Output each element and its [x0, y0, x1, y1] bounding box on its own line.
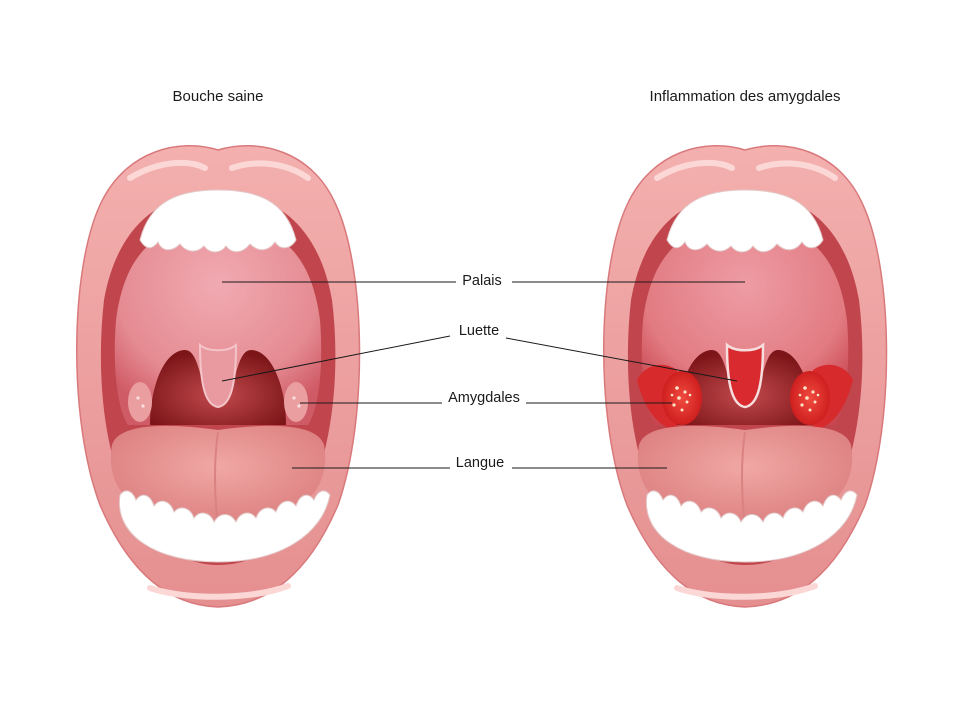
- throat: [150, 350, 286, 425]
- uvula: [198, 342, 238, 409]
- pus-spots: [670, 386, 820, 412]
- panel-title-healthy: Bouche saine: [172, 88, 264, 105]
- lip-highlight: [147, 583, 291, 600]
- tonsil: [284, 382, 308, 422]
- tonsil-spot: [297, 404, 301, 408]
- upper-teeth: [666, 189, 824, 253]
- tonsil-spot: [292, 396, 296, 400]
- tongue-groove: [214, 431, 219, 526]
- leader-luette-left: [221, 335, 451, 382]
- tongue-groove: [741, 431, 746, 526]
- label-luette: Luette: [456, 323, 502, 339]
- mouth-healthy: [76, 145, 361, 608]
- tonsil-spot: [136, 396, 140, 400]
- mouth-inflamed: [603, 145, 888, 608]
- lip-highlight: [756, 160, 838, 181]
- lip-highlight: [654, 159, 735, 181]
- uvula: [725, 342, 765, 409]
- upper-teeth: [139, 189, 297, 253]
- tonsil-inflamed: [790, 371, 830, 425]
- leader-luette-right: [505, 337, 738, 382]
- panel-title-inflamed: Inflammation des amygdales: [649, 88, 841, 105]
- throat: [677, 350, 813, 425]
- lip-highlight: [127, 159, 208, 181]
- label-langue: Langue: [453, 455, 507, 471]
- label-palais: Palais: [460, 273, 504, 289]
- tonsil-spot: [141, 404, 145, 408]
- lip-highlight: [674, 583, 818, 600]
- leader-lines: [221, 281, 745, 469]
- lip-highlight: [229, 160, 311, 181]
- tonsil-inflamed: [662, 371, 702, 425]
- lower-teeth: [645, 490, 858, 563]
- label-amygdales: Amygdales: [446, 390, 522, 406]
- lower-teeth: [118, 490, 331, 563]
- tonsil: [128, 382, 152, 422]
